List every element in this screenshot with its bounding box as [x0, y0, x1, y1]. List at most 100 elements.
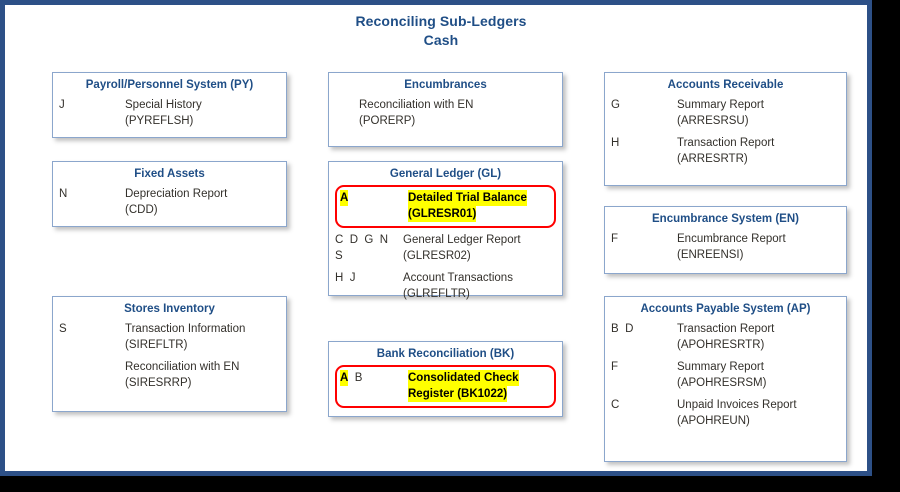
page-title-line-1: Reconciling Sub-Ledgers	[355, 13, 527, 29]
row-code: H	[335, 272, 344, 284]
row-description-line: (ENREENSI)	[677, 249, 744, 261]
row-description: Consolidated CheckRegister (BK1022)	[408, 370, 552, 402]
row-code-list: G	[611, 97, 677, 113]
row-description-line: (CDD)	[125, 204, 158, 216]
row-code-list: N	[59, 186, 125, 202]
report-row[interactable]: S Transaction Information(SIREFLTR)	[59, 319, 280, 357]
row-description-line: (APOHRESRSM)	[677, 377, 767, 389]
row-code: J	[59, 99, 65, 111]
row-code-list: H	[611, 135, 677, 151]
card-rows-encumbrances: Reconciliation with EN (PORERP)	[329, 95, 562, 138]
row-code: C	[611, 399, 620, 411]
row-code-list: B D	[611, 321, 677, 337]
row-description: Summary Report (APOHRESRSM)	[677, 359, 840, 391]
row-description: Transaction Information(SIREFLTR)	[125, 321, 280, 353]
row-description-line: (APOHREUN)	[677, 415, 750, 427]
highlighted-report-row[interactable]: A Detailed Trial Balance(GLRESR01)	[335, 185, 556, 228]
report-row[interactable]: C Unpaid Invoices Report (APOHREUN)	[611, 395, 840, 433]
row-description-line: Transaction Report	[677, 323, 775, 335]
card-rows-fixed-assets: N Depreciation Report (CDD)	[53, 184, 286, 227]
card-payroll-personnel-system: Payroll/Personnel System (PY) J Special Hi…	[52, 72, 287, 138]
row-code-list: H J	[335, 270, 403, 286]
row-description-line: Reconciliation with EN	[125, 361, 240, 373]
card-title-accounts-receivable: Accounts Receivable	[667, 79, 784, 91]
row-description-line: Depreciation Report	[125, 188, 228, 200]
row-code-list: A	[340, 190, 408, 206]
row-description: Detailed Trial Balance(GLRESR01)	[408, 190, 552, 222]
row-description: Special History (PYREFLSH)	[125, 97, 280, 129]
card-title-encumbrance-system: Encumbrance System (EN)	[652, 213, 799, 225]
card-title-general-ledger: General Ledger (GL)	[389, 168, 502, 180]
row-description: Reconciliation with EN (PORERP)	[359, 97, 556, 129]
row-code: A	[340, 190, 349, 206]
row-code: A	[340, 370, 349, 386]
card-title-bank-reconciliation: Bank Reconciliation (BK)	[376, 348, 515, 360]
row-code: J	[349, 272, 356, 284]
diagram-canvas: Reconciling Sub-Ledgers Cash Payroll/Per…	[8, 8, 864, 468]
row-description-line: (PORERP)	[359, 115, 416, 127]
row-code-list: A B	[340, 370, 408, 386]
report-row[interactable]: N Depreciation Report (CDD)	[59, 184, 280, 222]
report-row[interactable]: Reconciliation with EN(SIRESRRP)	[59, 357, 280, 395]
row-description-line: Register (BK1022)	[408, 386, 508, 402]
row-code: D	[625, 323, 634, 335]
row-description-line: Consolidated Check	[408, 370, 519, 386]
row-code: S	[335, 250, 343, 262]
row-description: Depreciation Report (CDD)	[125, 186, 280, 218]
row-code: H	[611, 137, 620, 149]
diagram-frame: Reconciling Sub-Ledgers Cash Payroll/Per…	[0, 0, 872, 476]
row-description-line: Special History	[125, 99, 202, 111]
row-code: N	[59, 188, 68, 200]
report-row[interactable]: J Special History (PYREFLSH)	[59, 95, 280, 133]
card-title-encumbrances: Encumbrances	[404, 79, 487, 91]
row-description: Encumbrance Report (ENREENSI)	[677, 231, 840, 263]
row-description: Reconciliation with EN(SIRESRRP)	[125, 359, 280, 391]
row-description: Transaction Report (APOHRESRTR)	[677, 321, 840, 353]
row-code: B	[354, 372, 363, 384]
report-row[interactable]: G Summary Report(ARRESRSU)	[611, 95, 840, 133]
row-description: Summary Report(ARRESRSU)	[677, 97, 840, 129]
page-title: Reconciling Sub-Ledgers Cash	[8, 12, 874, 50]
card-rows-payroll-personnel-system: J Special History (PYREFLSH)	[53, 95, 286, 138]
row-code-list: C	[611, 397, 677, 413]
row-description-line: (APOHRESRTR)	[677, 339, 765, 351]
page-title-line-2: Cash	[423, 32, 459, 48]
row-code: C	[335, 234, 344, 246]
report-row[interactable]: Reconciliation with EN (PORERP)	[335, 95, 556, 133]
row-code-list: S	[59, 321, 125, 337]
row-description-line: (ARRESRTR)	[677, 153, 748, 165]
card-general-ledger: General Ledger (GL) A Detailed Trial Balan…	[328, 161, 563, 300]
row-code: S	[59, 323, 67, 335]
row-description-line: Encumbrance Report	[677, 233, 786, 245]
row-description-line: (ARRESRSU)	[677, 115, 749, 127]
row-description-line: (PYREFLSH)	[125, 115, 194, 127]
row-code: G	[611, 99, 620, 111]
row-code: B	[611, 323, 619, 335]
row-description-line: Summary Report	[677, 361, 764, 373]
card-title-payroll-personnel-system: Payroll/Personnel System (PY)	[85, 79, 254, 91]
row-description: Unpaid Invoices Report (APOHREUN)	[677, 397, 840, 429]
row-description-line: (GLREFLTR)	[403, 288, 470, 300]
row-description: General Ledger Report(GLRESR02)	[403, 232, 556, 264]
row-description-line: Account Transactions	[403, 272, 513, 284]
row-code-list: F	[611, 359, 677, 375]
row-description-line: General Ledger Report	[403, 234, 521, 246]
row-description-line: Reconciliation with EN	[359, 99, 474, 111]
row-description-line: Unpaid Invoices Report	[677, 399, 797, 411]
row-description-line: Detailed Trial Balance	[408, 190, 527, 206]
